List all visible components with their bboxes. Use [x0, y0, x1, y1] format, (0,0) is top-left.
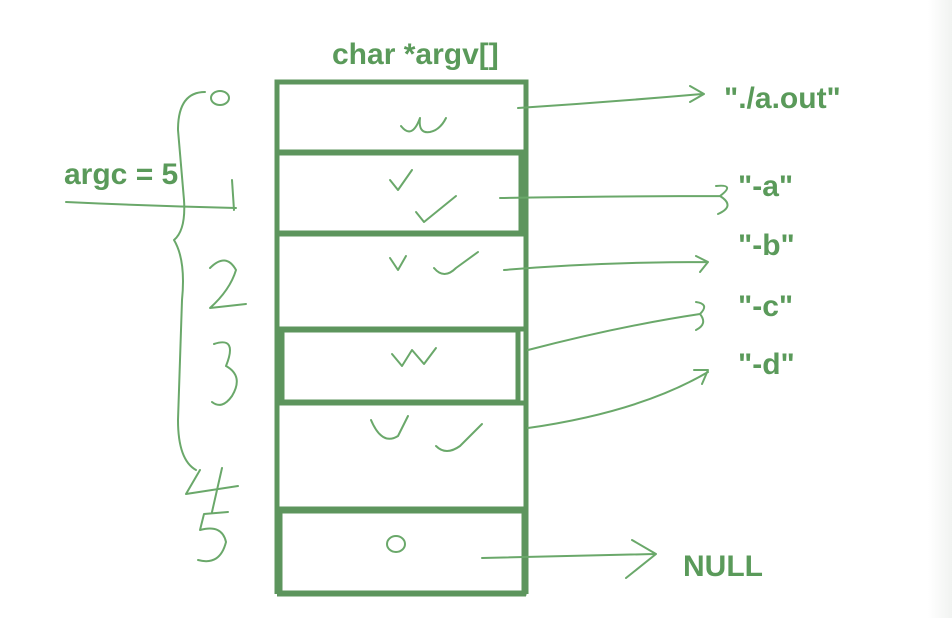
check-mark — [391, 347, 437, 367]
arrow-1 — [499, 184, 729, 215]
left-brace — [173, 91, 206, 471]
index-1-digit — [231, 179, 235, 211]
argv-cell-0 — [274, 79, 529, 155]
argv-cell-3 — [279, 327, 521, 405]
check-marks — [370, 117, 483, 553]
check-mark — [389, 169, 413, 191]
index-5-digit — [197, 511, 229, 563]
check-mark — [415, 195, 457, 223]
argv-array — [274, 79, 529, 597]
arrow-2 — [503, 255, 709, 273]
argv-cell-5 — [277, 508, 527, 596]
pointer-arrows — [481, 85, 729, 579]
index-4-digit — [185, 467, 239, 513]
arrow-3 — [527, 301, 706, 351]
index-annotations — [65, 90, 247, 563]
null-label: NULL — [683, 550, 763, 583]
check-mark — [370, 415, 409, 440]
argc-label: argc = 5 — [64, 158, 179, 191]
index-2-digit — [209, 259, 247, 309]
argv-cell-4 — [274, 400, 529, 512]
argv-string-1: "-a" — [738, 170, 794, 203]
zero-mark — [386, 535, 406, 553]
argv-cell-2 — [274, 231, 529, 332]
index-0-digit — [210, 90, 230, 106]
check-mark — [435, 423, 483, 452]
index-3-digit — [211, 341, 238, 406]
argc-underline — [65, 201, 237, 209]
argv-string-4: "-d" — [738, 348, 795, 381]
check-mark — [400, 117, 447, 134]
arrow-0 — [517, 85, 705, 109]
check-mark — [433, 251, 479, 275]
arrow-4 — [527, 369, 709, 429]
right-edge-shade — [928, 0, 952, 618]
arrow-null — [481, 539, 657, 579]
argv-string-2: "-b" — [738, 229, 795, 262]
check-mark — [389, 255, 407, 271]
argv-string-0: "./a.out" — [724, 82, 841, 115]
argv-cell-1 — [274, 150, 524, 236]
argv-string-3: "-c" — [738, 290, 794, 323]
argv-title: char *argv[] — [332, 38, 499, 71]
